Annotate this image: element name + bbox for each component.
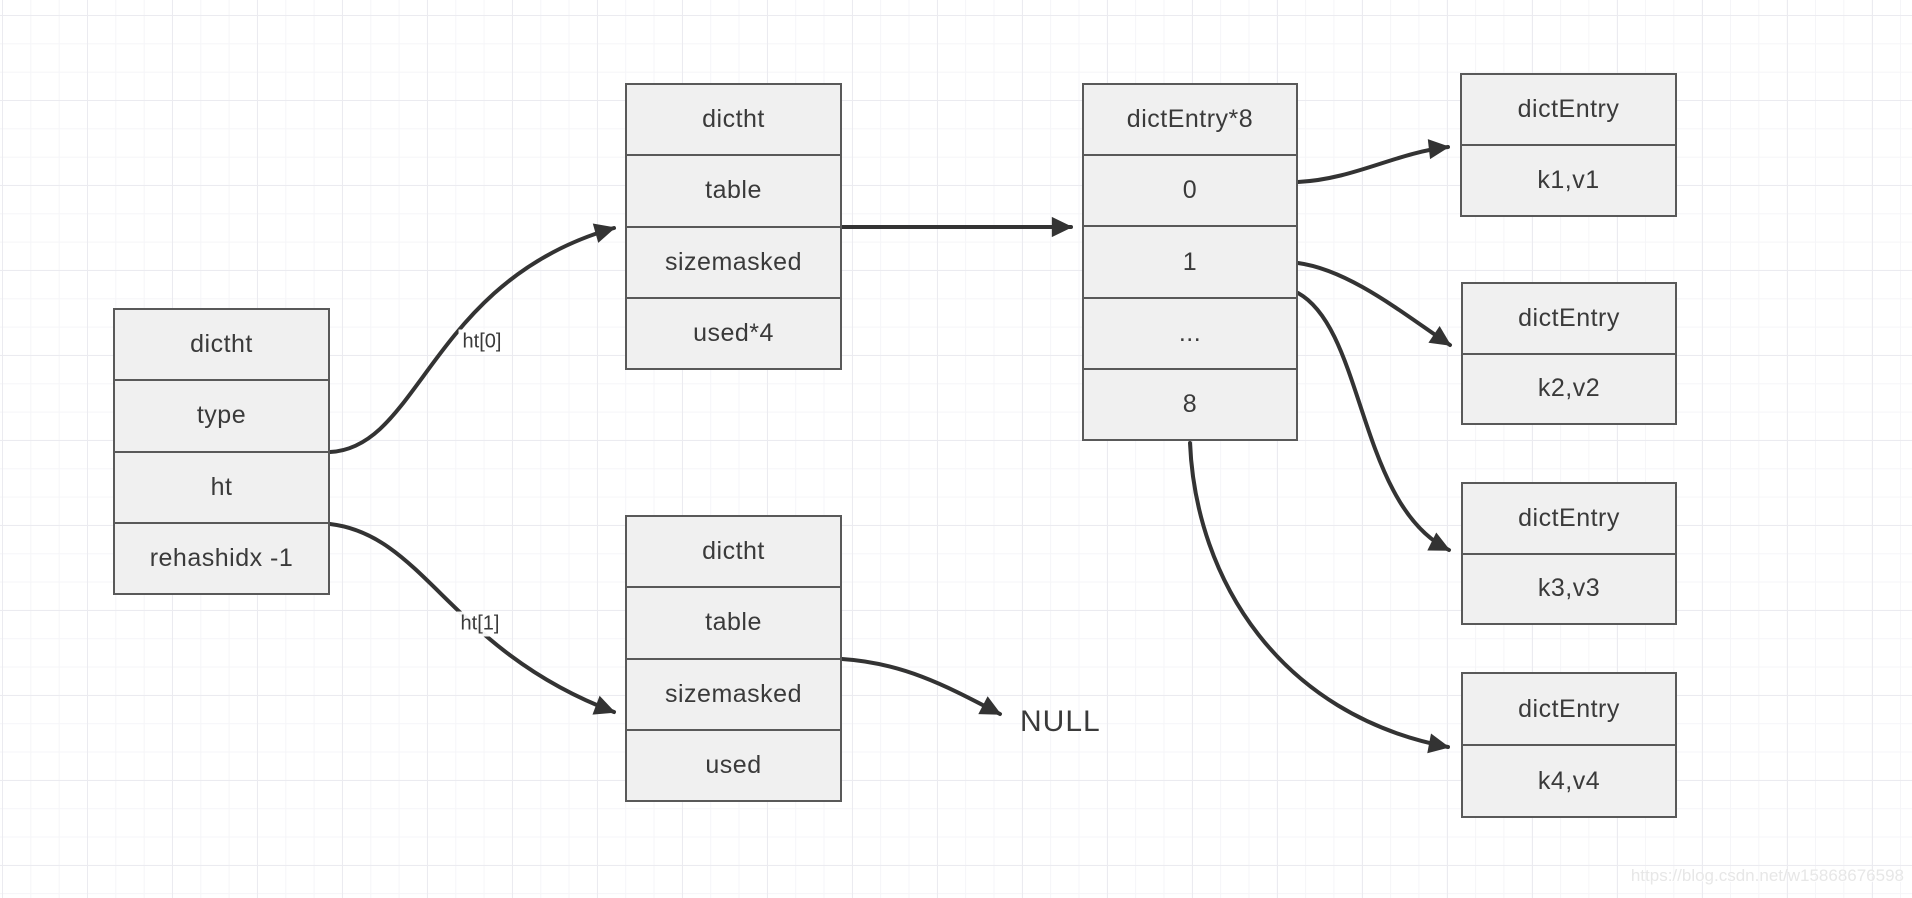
node-ht0-row-used: used*4 (627, 296, 840, 368)
node-dict-row-ht: ht (115, 450, 328, 522)
node-entry4-kv: k4,v4 (1463, 744, 1675, 816)
node-ht1-title: dictht (702, 537, 765, 566)
node-ht0-row-table: table (627, 154, 840, 225)
node-entry2: dictEntry k2,v2 (1461, 282, 1677, 425)
node-ht0-table: dictht table sizemasked used*4 (625, 83, 842, 370)
node-ht1-row-used: used (627, 728, 840, 800)
node-bucket-ellipsis: ... (1084, 296, 1296, 368)
node-dict-row-type: type (115, 379, 328, 450)
node-ht0-title: dictht (702, 105, 765, 134)
arrow-bucket1-to-entry2 (1296, 261, 1452, 347)
node-entry3-title: dictEntry (1518, 503, 1620, 532)
node-entry1-title: dictEntry (1517, 95, 1620, 123)
arrow-table-to-null (840, 657, 1002, 716)
node-ht1-row-table: table (627, 586, 840, 657)
node-entry1-kv: k1,v1 (1462, 144, 1675, 215)
edge-label-ht1: ht[1] (456, 611, 504, 637)
edge-label-ht0: ht[0] (458, 329, 506, 355)
node-ht1-table: dictht table sizemasked used (625, 515, 842, 802)
node-entry2-kv: k2,v2 (1463, 352, 1675, 424)
watermark-url: https://blog.csdn.net/w15868676598 (1630, 866, 1904, 885)
node-ht0-row-sizemasked: sizemasked (627, 225, 840, 297)
node-dict-title: dictht (190, 330, 253, 359)
node-bucket-array: dictEntry*8 0 1 ... 8 (1082, 83, 1298, 441)
node-entry3: dictEntry k3,v3 (1461, 482, 1677, 625)
node-dict: dictht type ht rehashidx -1 (113, 308, 330, 595)
node-entry4: dictEntry k4,v4 (1461, 672, 1677, 818)
node-entry4-title: dictEntry (1518, 694, 1620, 723)
node-entry3-kv: k3,v3 (1463, 552, 1675, 624)
node-bucket-1: 1 (1084, 225, 1296, 296)
node-entry1: dictEntry k1,v1 (1460, 73, 1677, 217)
node-bucket-0: 0 (1084, 154, 1296, 225)
arrow-bucket8-to-entry4 (1188, 441, 1450, 754)
node-ht1-row-sizemasked: sizemasked (627, 657, 840, 729)
node-dict-row-rehashidx: rehashidx -1 (115, 521, 328, 593)
arrow-bucket1-to-entry3 (1296, 291, 1451, 552)
node-bucket-8: 8 (1084, 367, 1296, 439)
arrow-bucket0-to-entry1 (1296, 139, 1450, 184)
node-bucket-array-title: dictEntry*8 (1126, 105, 1254, 134)
null-label: NULL (1020, 705, 1101, 738)
node-entry2-title: dictEntry (1518, 303, 1620, 332)
